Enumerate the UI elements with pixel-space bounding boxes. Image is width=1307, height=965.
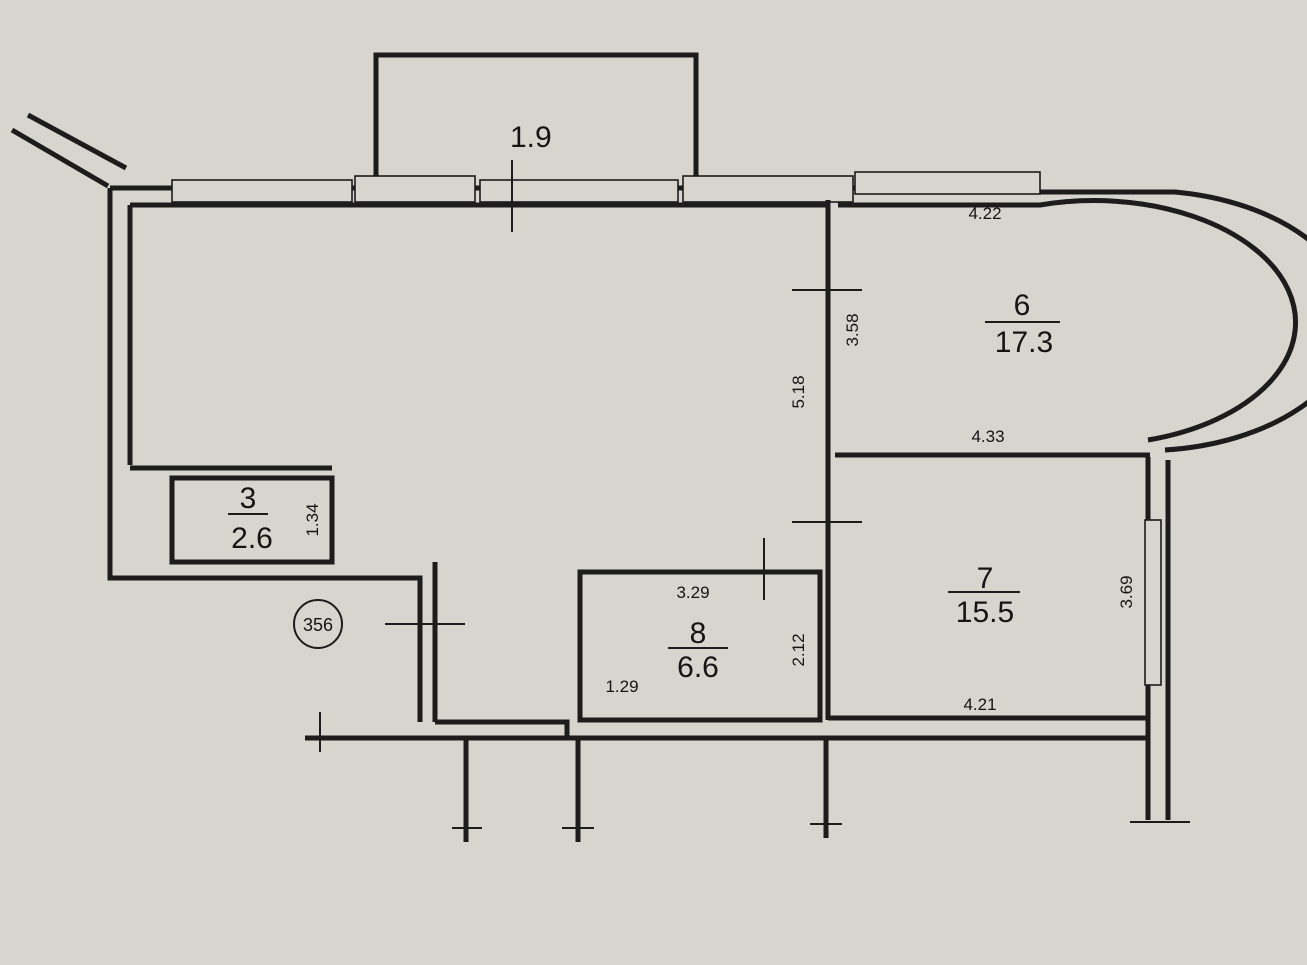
apartment-number: 356: [303, 615, 333, 635]
dim-room7-bottom: 4.21: [963, 695, 996, 714]
windows: [171, 171, 1162, 686]
dim-room8-bottom: 1.29: [605, 677, 638, 696]
dim-room7-side: 3.69: [1117, 575, 1136, 608]
room-balcony-area: 1.9: [510, 121, 552, 154]
dim-room3-side: 1.34: [303, 503, 322, 536]
dim-room8-top: 3.29: [676, 583, 709, 602]
room-7-area: 15.5: [956, 596, 1014, 629]
room-6-area: 17.3: [995, 326, 1053, 359]
room-8-area: 6.6: [677, 651, 719, 684]
outer-walls: [10, 52, 1307, 820]
room-6-number: 6: [1014, 289, 1031, 322]
interior-walls: [130, 200, 1150, 723]
dim-room6-side: 3.58: [843, 313, 862, 346]
dim-hall-height: 5.18: [789, 375, 808, 408]
room-3-area: 2.6: [231, 522, 273, 555]
dim-room6-bottom: 4.33: [971, 427, 1004, 446]
apartment-number-badge: 356: [293, 599, 343, 649]
room-3-number: 3: [240, 482, 257, 515]
room-8-number: 8: [690, 617, 707, 650]
room-labels: 1.9 3 2.6 6 17.3 7 15.5 8 6.6: [228, 121, 1060, 684]
dim-room8-side: 2.12: [789, 633, 808, 666]
room-7-number: 7: [977, 562, 994, 595]
balcony-wall: [373, 52, 699, 176]
axis-marks: [319, 160, 1190, 842]
dim-room6-top: 4.22: [968, 204, 1001, 223]
dimension-labels: 4.22 3.58 4.33 5.18 1.34 3.29 2.12 1.29 …: [303, 204, 1136, 714]
